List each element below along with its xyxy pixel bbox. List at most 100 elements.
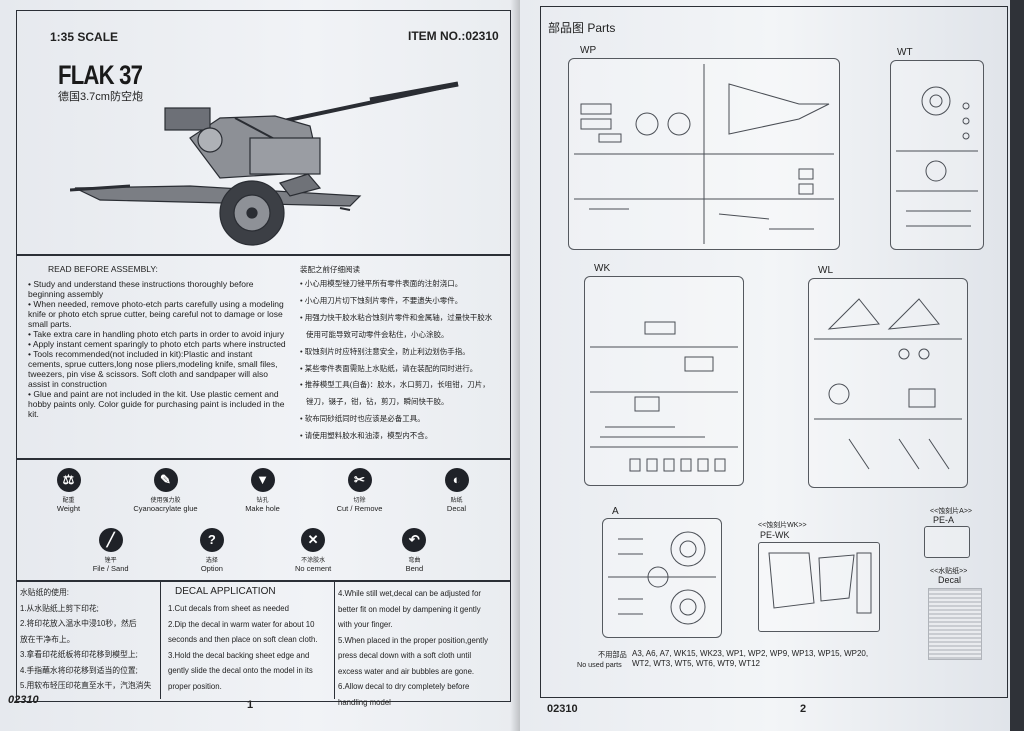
pe-a-cn: <<蚀刻片A>> (930, 508, 973, 515)
sprue-wt-drawing (896, 86, 978, 227)
read-before-heading: READ BEFORE ASSEMBLY: (48, 264, 158, 274)
sprue-label-a: A (612, 506, 619, 517)
sprue-wl-drawing (814, 298, 962, 470)
unused-parts-en: No used parts (577, 660, 622, 669)
pe-a-label: PE-A (933, 515, 955, 525)
decal-cn-label: <<水贴纸>> (930, 568, 968, 575)
sprue-label-wl: WL (818, 265, 833, 276)
cn-instruction: 使用可能导致可动零件会粘住，小心涂胶。 (306, 329, 449, 339)
en-instruction: • When needed, remove photo-etch parts c… (28, 299, 284, 329)
flak37-gun-illustration (70, 81, 459, 246)
decal-cn-line: 1.从水贴纸上剪下印花; (20, 603, 99, 613)
decal-step: better fit on model by dampening it gent… (338, 604, 481, 614)
sprue-label-wt: WT (897, 47, 913, 58)
section-divider (17, 254, 510, 256)
legend-cn: 钻孔 (256, 498, 269, 504)
decal-step: with your finger. (338, 620, 393, 629)
decal-step: handling model (338, 697, 391, 707)
decal-cn-block: 水贴纸的使用: 1.从水贴纸上剪下印花; 2.将印花放入温水中浸10秒，然后 放… (20, 585, 160, 694)
en-instructions: • Study and understand these instruction… (28, 279, 288, 419)
pe-wk-drawing (768, 552, 872, 614)
cn-instruction: • 小心用模型锉刀锉平所有零件表面的注射浇口。 (300, 279, 463, 288)
sprue-label-wk: WK (594, 263, 611, 274)
decal-sheet (928, 588, 982, 660)
cn-instruction: • 用强力快干胶水粘合蚀刻片零件和金属轴，过量快干胶水 (300, 312, 493, 322)
option-icon: ? (199, 528, 224, 552)
sprue-wp (568, 58, 840, 250)
drill-icon: ▼ (250, 468, 275, 492)
legend-cn: 弯曲 (408, 558, 421, 564)
decal-step: 4.While still wet,decal can be adjusted … (338, 589, 482, 598)
unused-parts-line-1: A3, A6, A7, WK15, WK23, WP1, WP2, WP9, W… (632, 649, 869, 658)
column-divider (160, 581, 161, 699)
decal-cn-heading: 水贴纸的使用: (20, 588, 69, 597)
scale-label: 1:35 SCALE (50, 30, 119, 44)
decal-icon: ◐ (444, 468, 469, 492)
legend-en: Make hole (245, 504, 280, 513)
pe-a-fret (924, 526, 970, 558)
decal-step: 6.Allow decal to dry completely before (338, 682, 470, 691)
legend-cn: 配重 (62, 498, 75, 504)
file-icon: ╱ (98, 528, 123, 552)
decal-step: press decal down with a soft cloth until (338, 651, 472, 660)
cn-instruction: • 小心用刀片切下蚀刻片零件，不要遗失小零件。 (300, 295, 463, 305)
unused-parts-cn: 不用部品 (598, 650, 627, 659)
legend-en: Cut / Remove (336, 504, 383, 513)
page-edge (1010, 0, 1024, 731)
decal-label: Decal (938, 575, 962, 585)
legend-en: Bend (405, 564, 424, 573)
section-divider (17, 458, 510, 460)
decal-step: gently slide the decal onto the model in… (168, 666, 313, 675)
sprue-wp-drawing (574, 64, 834, 244)
decal-application-heading: DECAL APPLICATION (175, 586, 276, 597)
decal-step: excess water and air bubbles are gone. (338, 666, 475, 676)
en-instruction: • Tools recommended(not included in kit)… (28, 349, 278, 389)
decal-en-block-2: 4.While still wet,decal can be adjusted … (338, 586, 508, 710)
instruction-page-1: 1:35 SCALE ITEM NO.:02310 FLAK 37 德国3.7c… (0, 0, 520, 731)
decal-step: seconds and then place on soft clean clo… (168, 635, 318, 644)
cn-instruction: • 取蚀刻片时应特别注意安全，防止利边划伤手指。 (300, 346, 470, 356)
decal-cn-line: 放在干净布上。 (20, 634, 75, 644)
legend-en: Cyanoacrylate glue (133, 504, 198, 513)
decal-step: proper position. (168, 681, 222, 691)
legend-cn: 锉平 (104, 558, 117, 564)
sprue-label-wp: WP (580, 45, 597, 56)
pe-wk-cn: <<蚀刻片WK>> (758, 522, 807, 529)
en-instruction: • Study and understand these instruction… (28, 279, 254, 299)
sprue-wl (808, 278, 968, 488)
legend-en: Decal (446, 504, 467, 513)
decal-cn-line: 2.将印花放入温水中浸10秒，然后 (20, 619, 137, 628)
legend-en: No cement (294, 564, 332, 573)
en-instruction: • Apply instant cement sparingly to phot… (28, 339, 286, 349)
decal-step: 5.When placed in the proper position,gen… (338, 635, 488, 645)
page-number-2: 2 (800, 703, 807, 715)
legend-en: Option (200, 564, 223, 573)
page-border (540, 6, 1008, 698)
pe-wk-fret (758, 542, 880, 632)
legend-en: Weight (56, 504, 81, 513)
cn-instruction: • 某些零件表面需贴上水贴纸，请在装配的同时进行。 (300, 363, 478, 373)
footer-item-code-2: 02310 (547, 703, 578, 715)
sprue-a-drawing (608, 531, 716, 625)
page-number: 1 (247, 699, 254, 711)
sprue-wk-drawing (590, 321, 738, 472)
parts-title: 部品图 Parts (548, 21, 616, 35)
cn-instruction: • 推荐模型工具(自备)：胶水，水口剪刀，长咀钳，刀片， (300, 380, 490, 390)
section-divider (17, 580, 510, 582)
page-border (16, 10, 511, 702)
sprue-wt (890, 60, 984, 250)
no-cement-icon: ✕ (301, 528, 326, 552)
unused-parts-line-2: WT2, WT3, WT5, WT6, WT9, WT12 (632, 659, 760, 668)
cn-heading: 装配之前仔细阅读 (300, 265, 360, 274)
glue-icon: ✎ (153, 468, 178, 492)
